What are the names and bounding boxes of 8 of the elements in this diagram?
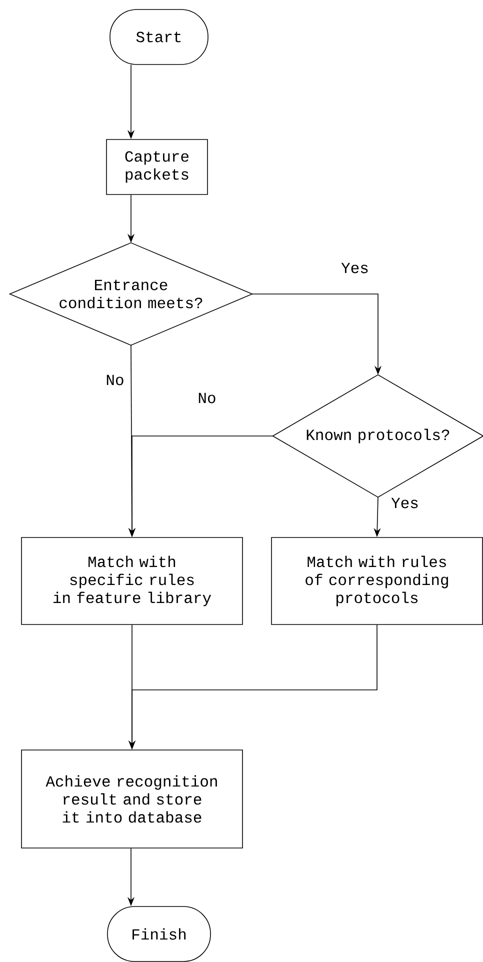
edge-label: No [196, 392, 218, 404]
process-box: Match with specific rules in feature library [21, 537, 243, 625]
process-box: Achieve recognition result and store it into database [21, 750, 243, 848]
process-box: Match with rules of corresponding protocols [271, 537, 483, 625]
edge-label: No [104, 374, 126, 386]
edge-label: Yes [390, 496, 420, 510]
process-box: Capture packets [106, 139, 208, 195]
edge-label: Yes [340, 262, 370, 274]
